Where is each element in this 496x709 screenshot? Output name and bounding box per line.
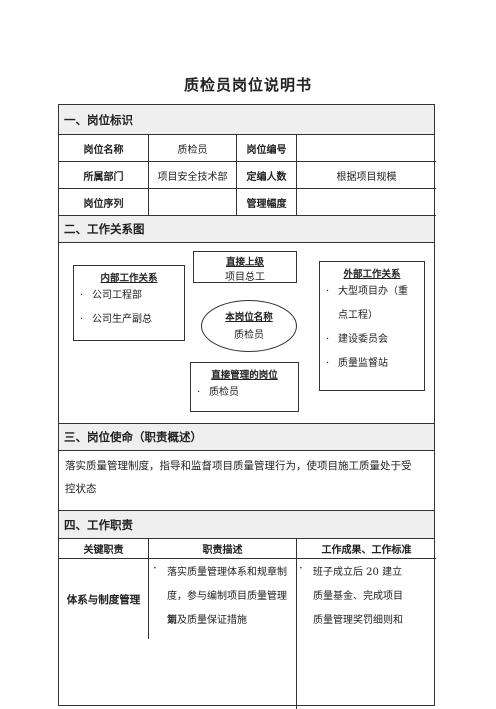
subordinate-box: 直接管理的岗位 质检员	[190, 362, 299, 412]
external-title: 外部工作关系	[343, 269, 401, 280]
mission-text-line-2: 控状态	[65, 483, 97, 495]
position-identity-table: 岗位名称 质检员 岗位编号 所属部门 项目安全技术部 定编人数 根据项目规模 岗…	[59, 135, 436, 216]
duty-row-key: 体系与制度管理	[59, 559, 149, 639]
duty-row-description: · 落实质量管理体系和规章制 度，参与编制项目质量管理策 划及质量保证措施	[149, 559, 297, 709]
document-title: 质检员岗位说明书	[183, 76, 312, 94]
label-department: 所属部门	[59, 162, 149, 189]
internal-title: 内部工作关系	[100, 273, 158, 284]
label-position-series: 岗位序列	[59, 189, 149, 216]
header-key-duty: 关键职责	[59, 539, 149, 559]
subordinate-item: 质检员	[191, 381, 298, 405]
subordinate-title: 直接管理的岗位	[211, 370, 278, 381]
section-2-heading: 二、工作关系图	[59, 216, 434, 243]
duty-row-result: · 班子成立后 20 建立 质量基金、完成项目 质量管理奖罚细则和	[297, 559, 436, 709]
external-item: 建设委员会	[320, 328, 424, 352]
duty-result-line: 质量管理奖罚细则和	[313, 615, 403, 626]
header-duty-description: 职责描述	[149, 539, 297, 559]
value-management-span	[297, 189, 436, 216]
value-position-series	[149, 189, 237, 216]
value-department: 项目安全技术部	[149, 162, 237, 189]
label-position-code: 岗位编号	[237, 135, 297, 162]
duty-description-line: 度，参与编制项目质量管理策	[167, 591, 287, 626]
mission-text-line-1: 落实质量管理制度，指导和监督项目质量管理行为，使项目施工质量处于受	[65, 460, 412, 472]
external-item: 大型项目办（重	[320, 280, 424, 304]
header-result-standard: 工作成果、工作标准	[297, 539, 436, 559]
job-description-form: 一、岗位标识 岗位名称 质检员 岗位编号 所属部门 项目安全技术部 定编人数 根…	[58, 104, 436, 709]
value-position-name: 质检员	[149, 135, 237, 162]
value-position-code	[297, 135, 436, 162]
position-title: 本岗位名称	[225, 312, 273, 323]
duty-description-line: 落实质量管理体系和规章制	[167, 567, 287, 578]
internal-item: 公司生产副总	[74, 308, 184, 332]
value-headcount: 根据项目规模	[297, 162, 436, 189]
mission-block: 落实质量管理制度，指导和监督项目质量管理行为，使项目施工质量处于受 控状态	[59, 451, 434, 511]
bullet-icon: ·	[153, 561, 157, 575]
external-item: 质量监督站	[320, 352, 424, 376]
section-3-heading: 三、岗位使命（职责概述）	[59, 424, 434, 451]
superior-value: 项目总工	[225, 272, 265, 283]
relationship-diagram: 直接上级 项目总工 内部工作关系 公司工程部 公司生产副总 本岗位名称 质检员 …	[59, 243, 434, 424]
duties-table: 关键职责 职责描述 工作成果、工作标准 体系与制度管理 · 落实质量管理体系和规…	[59, 539, 436, 709]
current-position-ellipse: 本岗位名称 质检员	[201, 300, 297, 352]
bullet-icon: ·	[299, 561, 303, 575]
position-value: 质检员	[234, 330, 264, 341]
internal-relations-box: 内部工作关系 公司工程部 公司生产副总	[73, 265, 185, 341]
external-item-continued: 点工程）	[338, 310, 378, 321]
external-relations-box: 外部工作关系 大型项目办（重 点工程） 建设委员会 质量监督站	[319, 261, 425, 391]
section-1-heading: 一、岗位标识	[59, 105, 434, 135]
superior-box: 直接上级 项目总工	[193, 251, 297, 283]
duty-result-line: 质量基金、完成项目	[313, 591, 403, 602]
duty-result-line: 班子成立后 20 建立	[313, 567, 403, 578]
superior-title: 直接上级	[225, 257, 264, 268]
label-headcount: 定编人数	[237, 162, 297, 189]
duty-description-line: 划及质量保证措施	[167, 615, 247, 626]
label-position-name: 岗位名称	[59, 135, 149, 162]
label-management-span: 管理幅度	[237, 189, 297, 216]
section-4-heading: 四、工作职责	[59, 511, 434, 539]
internal-item: 公司工程部	[74, 284, 184, 308]
